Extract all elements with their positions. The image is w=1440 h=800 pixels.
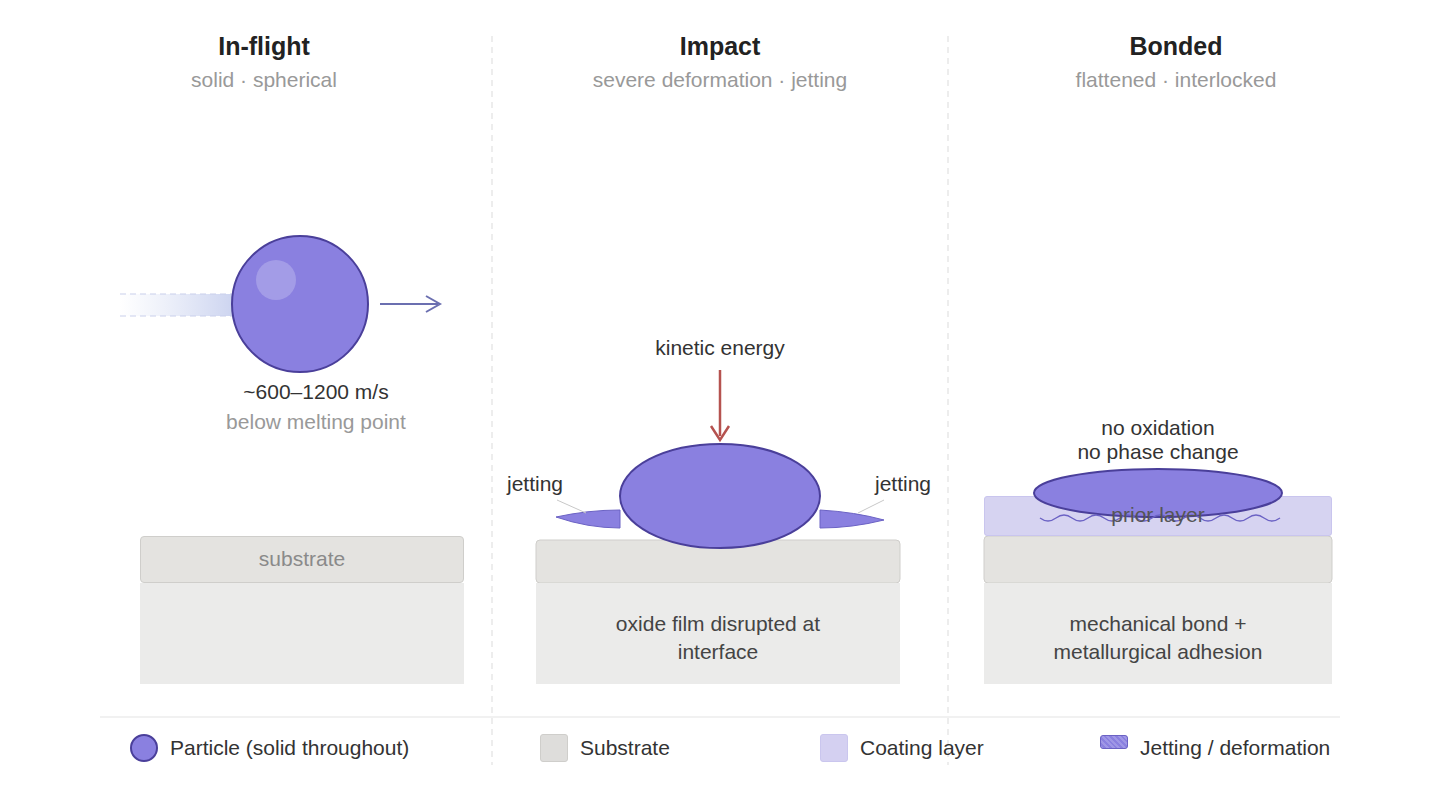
legend-text: Particle (solid throughout) (170, 736, 409, 760)
substrate-body (140, 583, 464, 684)
motion-trail (120, 315, 240, 316)
legend-text: Coating layer (860, 736, 984, 760)
legend-swatch (1100, 735, 1128, 749)
velocity-arrow (380, 303, 438, 305)
jetting-shape (556, 510, 620, 528)
panel-subtitle: severe deformation · jetting (593, 68, 847, 92)
legend-swatch (130, 734, 158, 762)
jetting-shape (820, 510, 884, 528)
panel-heading: Impact (680, 32, 761, 61)
panel-heading: In-flight (218, 32, 310, 61)
node-text: prior layer (1111, 501, 1204, 529)
deformed-particle (620, 444, 820, 548)
substrate-body: mechanical bond + metallurgical adhesion (984, 583, 1332, 684)
note-label: below melting point (226, 410, 406, 434)
legend-swatch (540, 734, 568, 762)
note-label: no phase change (1077, 440, 1238, 464)
panel-divider (947, 36, 948, 765)
callout-label: jetting (507, 472, 563, 496)
substrate-slab (984, 536, 1332, 583)
arrow-label: kinetic energy (655, 336, 785, 360)
node-text: oxide film disrupted at interface (598, 610, 838, 666)
force-arrow (711, 426, 729, 440)
node-text: substrate (259, 545, 345, 573)
velocity-arrow (426, 296, 440, 312)
panel-subtitle: flattened · interlocked (1076, 68, 1277, 92)
panel-heading: Bonded (1129, 32, 1222, 61)
substrate-body: oxide film disrupted at interface (536, 583, 900, 684)
velocity-label: ~600–1200 m/s (243, 380, 388, 404)
motion-trail (120, 293, 240, 294)
legend-swatch (820, 734, 848, 762)
substrate-box: substrate (140, 536, 464, 583)
particle (232, 236, 368, 372)
panel-divider (491, 36, 492, 765)
panel-subtitle: solid · spherical (191, 68, 337, 92)
particle-highlight (256, 260, 296, 300)
force-arrow (719, 370, 722, 436)
coating-layer: prior layer (984, 496, 1332, 536)
leader-line (557, 500, 586, 513)
legend-text: Jetting / deformation (1140, 736, 1330, 760)
leader-line (858, 500, 884, 513)
legend-rule (100, 716, 1340, 717)
legend-text: Substrate (580, 736, 670, 760)
callout-label: jetting (875, 472, 931, 496)
note-label: no oxidation (1101, 416, 1214, 440)
node-text: mechanical bond + metallurgical adhesion (1028, 610, 1288, 666)
